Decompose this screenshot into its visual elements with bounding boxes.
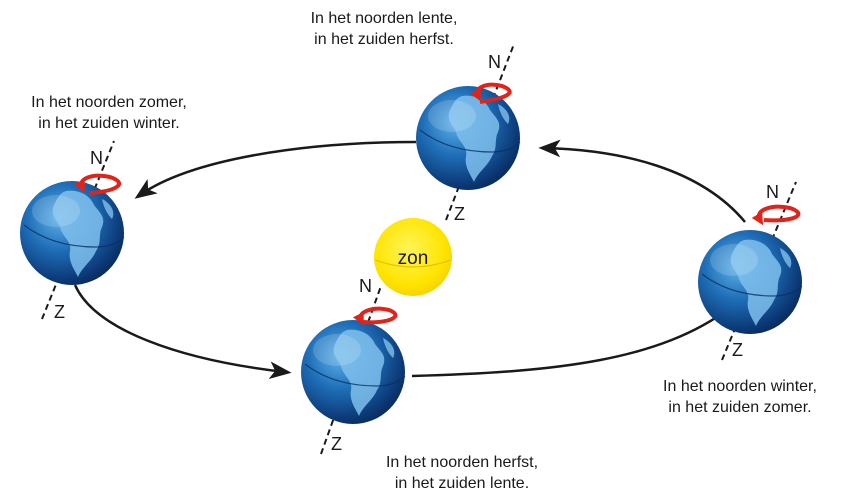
caption-line: in het zuiden herfst. [314,31,454,48]
globe-right: N Z [697,181,803,361]
caption-top: In het noorden lente, in het zuiden herf… [284,8,484,50]
caption-right: In het noorden winter, in het zuiden zom… [640,376,840,418]
orbit-segment-right-to-top [538,139,746,223]
north-label: N [90,148,103,168]
north-label: N [359,276,372,296]
orbit-segment-left-to-bottom [73,284,292,379]
orbit-segment-top-to-left [134,140,417,199]
caption-line: In het noorden zomer, [31,94,187,111]
orbit [73,139,746,379]
south-label: Z [732,340,743,360]
caption-bottom: In het noorden herfst, in het zuiden len… [362,452,562,494]
rotation-arrow-icon [352,306,398,326]
globe-icon [697,229,803,335]
caption-left: In het noorden zomer, in het zuiden wint… [4,92,214,134]
globe-left: N Z [19,140,125,322]
north-label: N [766,182,779,202]
globe-icon [415,85,521,191]
caption-line: in het zuiden zomer. [668,399,812,416]
rotation-arrow-icon [751,204,801,226]
globe-icon [300,319,406,425]
sun-label: zon [398,248,429,269]
north-label: N [488,52,501,72]
globe-top: N Z [415,43,521,224]
caption-line: in het zuiden lente. [394,475,530,492]
orbit-segment-bottom-to-right [411,304,736,378]
rotation-arrow-icon [469,82,512,104]
caption-line: In het noorden lente, [310,10,458,27]
south-label: Z [331,434,342,454]
sun-icon: zon [374,218,452,296]
south-label: Z [54,302,65,322]
rotation-arrow-icon [73,173,121,195]
globe-bottom: N Z [300,276,406,455]
caption-line: in het zuiden winter. [38,115,180,132]
south-label: Z [454,204,465,224]
globe-icon [19,180,125,286]
caption-line: In het noorden herfst, [385,454,539,471]
caption-line: In het noorden winter, [663,378,817,395]
